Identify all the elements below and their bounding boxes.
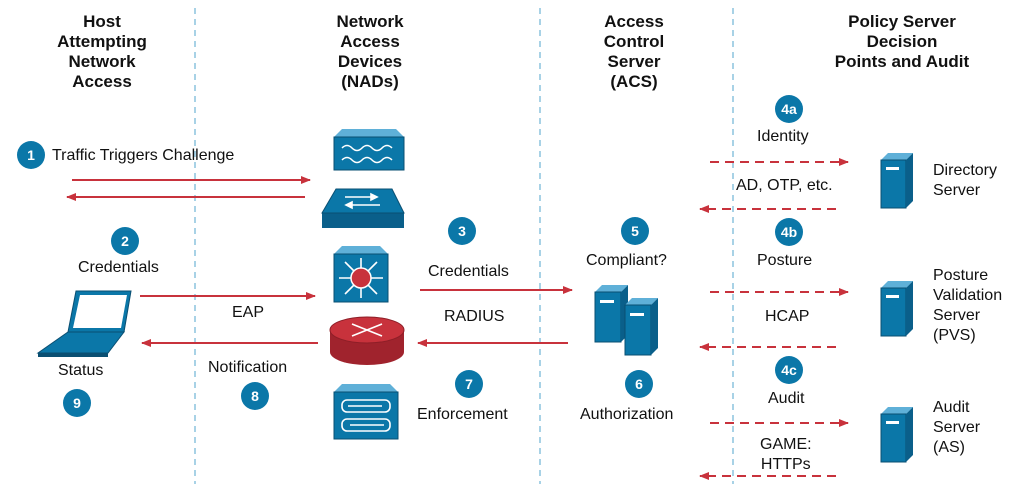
step-badge-8: 8	[241, 382, 269, 410]
flow-label-game: GAME: HTTPs	[760, 436, 812, 473]
step-badge-9: 9	[63, 389, 91, 417]
server-label-audit: Audit Server (AS)	[933, 399, 981, 456]
header-nads: Network Access Devices (NADs)	[336, 12, 404, 91]
step-badge-4b: 4b	[775, 218, 803, 246]
column-dividers	[194, 8, 734, 484]
nad-bar-icon	[333, 129, 405, 171]
dashed-arrows	[699, 158, 849, 480]
router-icon	[329, 316, 405, 365]
step-label-4b: Posture	[757, 252, 813, 269]
acs-server-icon	[594, 285, 658, 356]
flow-label-hcap: HCAP	[765, 308, 810, 325]
header-policy: Policy Server Decision Points and Audit	[834, 12, 970, 71]
step-label-9: Status	[58, 362, 104, 379]
step-badge-4c: 4c	[775, 356, 803, 384]
step-label-1: Traffic Triggers Challenge	[52, 147, 235, 164]
step-label-8: Notification	[208, 359, 288, 376]
flow-label-identity-proto: AD, OTP, etc.	[736, 177, 833, 194]
step-badge-3: 3	[448, 217, 476, 245]
step-badge-2: 2	[111, 227, 139, 255]
switch-icon	[321, 188, 405, 228]
header-acs: Access Control Server (ACS)	[603, 12, 665, 91]
step-badge-4a: 4a	[775, 95, 803, 123]
laptop-icon	[36, 290, 132, 357]
step-badge-6: 6	[625, 370, 653, 398]
flow-label-eap: EAP	[232, 304, 265, 321]
server-label-pvs: Posture Validation Server (PVS)	[933, 267, 1003, 344]
step-label-4a: Identity	[757, 128, 809, 145]
server-icon-pvs	[880, 281, 913, 337]
flow-label-radius: RADIUS	[444, 308, 505, 325]
flow-arrows	[66, 176, 573, 347]
step-badge-7: 7	[455, 370, 483, 398]
header-host: Host Attempting Network Access	[57, 12, 147, 91]
step-label-3: Credentials	[428, 263, 509, 280]
firewall-icon	[333, 384, 399, 440]
step-badge-1: 1	[17, 141, 45, 169]
step-label-4c: Audit	[768, 390, 805, 407]
server-icon-directory	[880, 153, 913, 209]
step-label-6: Authorization	[580, 406, 674, 423]
step-label-2: Credentials	[78, 259, 159, 276]
layer3-switch-icon	[333, 246, 389, 303]
step-label-7: Enforcement	[417, 406, 508, 423]
server-label-directory: Directory Server	[933, 162, 998, 199]
step-badge-5: 5	[621, 217, 649, 245]
server-icon-audit	[880, 407, 913, 463]
step-label-5: Compliant?	[586, 252, 667, 269]
